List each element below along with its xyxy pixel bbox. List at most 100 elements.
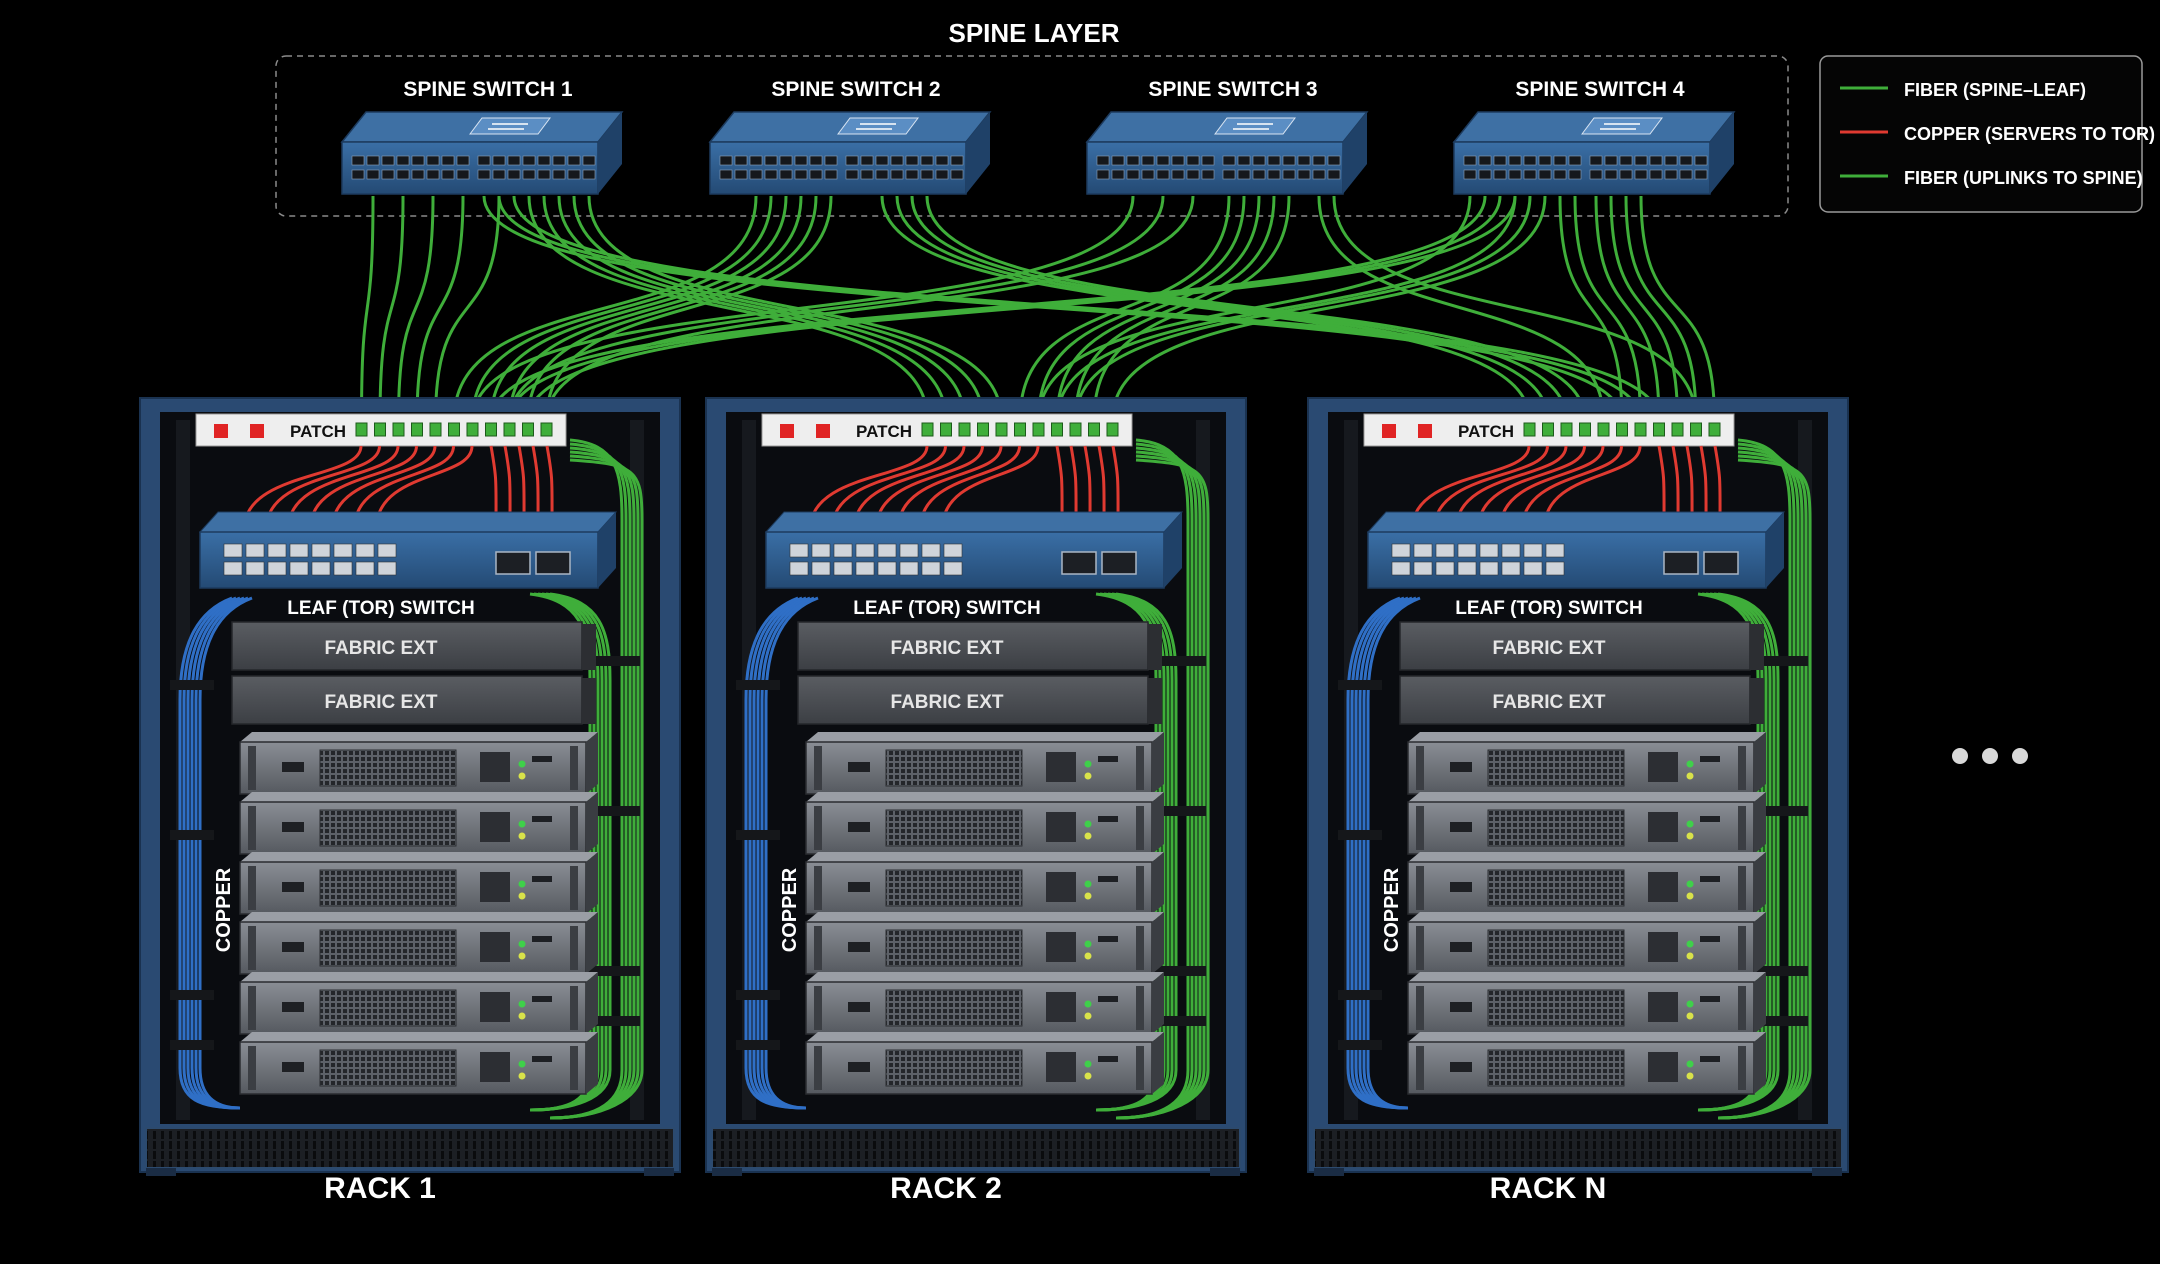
server-side: [1152, 792, 1164, 854]
server-unit: [239, 1032, 598, 1095]
server-top: [806, 1032, 1164, 1042]
fiber-cable: [529, 592, 612, 1112]
drive-bay: [1648, 812, 1678, 842]
spine-port: [905, 155, 919, 166]
server-unit: [1407, 792, 1766, 855]
fabric-extender-side: [1148, 678, 1162, 724]
status-led-icon: [1084, 880, 1092, 888]
power-led-icon: [1084, 772, 1092, 780]
sfp-port: [495, 551, 531, 575]
ethernet-port: [921, 561, 941, 576]
server-side: [1754, 792, 1766, 854]
server-ear: [1738, 866, 1746, 910]
leaf-switch-front: [1367, 531, 1767, 589]
spine-switch-4: SPINE SWITCH 4: [1452, 78, 1736, 195]
spine-switch-1: SPINE SWITCH 1: [340, 78, 624, 195]
patch-port: [1523, 422, 1536, 437]
spine-port: [582, 169, 596, 180]
spine-port: [1679, 169, 1693, 180]
server-unit: [805, 912, 1164, 975]
spine-port: [552, 169, 566, 180]
spine-port: [1141, 155, 1155, 166]
legend-box: [1819, 55, 2143, 213]
server-ear: [814, 986, 822, 1030]
server-ear: [1416, 866, 1424, 910]
usb-port: [848, 1062, 870, 1072]
power-led-icon: [1686, 1012, 1694, 1020]
patch-port: [921, 422, 934, 437]
usb-port: [848, 942, 870, 952]
fiber-spine-leaf-cable: [526, 195, 1517, 421]
cable-tie: [1742, 656, 1808, 666]
drive-bay: [480, 812, 510, 842]
spine-switch-front: [341, 141, 599, 195]
status-led-icon: [1084, 1000, 1092, 1008]
ethernet-port: [1391, 561, 1411, 576]
fiber-spine-leaf-cable: [880, 195, 1531, 421]
patch-port: [1690, 422, 1702, 437]
server-side: [586, 852, 598, 914]
fiber-spine-leaf-cable: [1055, 195, 1261, 421]
server-badge: [532, 756, 552, 762]
spine-port: [1171, 169, 1185, 180]
ethernet-port: [1413, 543, 1433, 558]
fabric-extender: FABRIC EXT: [797, 675, 1162, 725]
spine-port: [1237, 155, 1251, 166]
spine-port: [1664, 155, 1678, 166]
fiber-uplink-cable: [360, 195, 375, 421]
copper-patch-cable: [1498, 445, 1605, 531]
server-top: [806, 972, 1164, 982]
cable-tie: [574, 966, 640, 976]
spine-port: [1267, 155, 1281, 166]
ethernet-port: [1501, 561, 1521, 576]
server-vent-grill: [1487, 809, 1625, 847]
patch-port: [448, 422, 460, 437]
ethernet-port: [355, 543, 375, 558]
server-side: [1754, 852, 1766, 914]
network-switch-icon: [1581, 117, 1663, 135]
spine-port: [764, 155, 778, 166]
spine-port: [1156, 169, 1170, 180]
status-led-icon: [518, 820, 526, 828]
server-unit: [805, 852, 1164, 915]
server-top: [1408, 972, 1766, 982]
power-led-icon: [1084, 1012, 1092, 1020]
fabric-extender: FABRIC EXT: [231, 621, 596, 671]
switch-arrows-icon: [856, 123, 896, 130]
server-unit: [805, 732, 1164, 795]
server-badge: [1098, 1056, 1118, 1062]
server-vent-grill: [319, 929, 457, 967]
usb-port: [1450, 822, 1472, 832]
server-top: [806, 912, 1164, 922]
status-led-icon: [1686, 1060, 1694, 1068]
spine-port: [507, 155, 521, 166]
spine-port: [1538, 155, 1552, 166]
patch-port: [392, 422, 405, 437]
ethernet-port: [811, 543, 831, 558]
spine-port: [411, 155, 425, 166]
spine-port: [1463, 169, 1477, 180]
power-led-icon: [518, 1012, 526, 1020]
ethernet-port: [789, 561, 809, 576]
ethernet-port: [1501, 543, 1521, 558]
spine-port: [456, 169, 470, 180]
status-led-icon: [1084, 1060, 1092, 1068]
fabric-extender-label: FABRIC EXT: [891, 692, 1004, 713]
ethernet-port: [789, 543, 809, 558]
server-side: [586, 972, 598, 1034]
spine-port: [845, 169, 859, 180]
patch-port: [1560, 422, 1573, 437]
rack-foot: [1812, 1168, 1842, 1176]
server-ear: [1738, 926, 1746, 970]
spine-port: [734, 155, 748, 166]
spine-port: [1297, 155, 1311, 166]
fabric-extender-body: [231, 621, 583, 671]
spine-port: [1679, 155, 1693, 166]
server-vent-grill: [885, 869, 1023, 907]
leaf-switch-top: [1366, 511, 1786, 533]
rack-foot: [712, 1168, 742, 1176]
server-ear: [570, 746, 578, 790]
cable-tie: [736, 830, 780, 840]
fiber-spine-leaf-cable: [1111, 195, 1547, 421]
